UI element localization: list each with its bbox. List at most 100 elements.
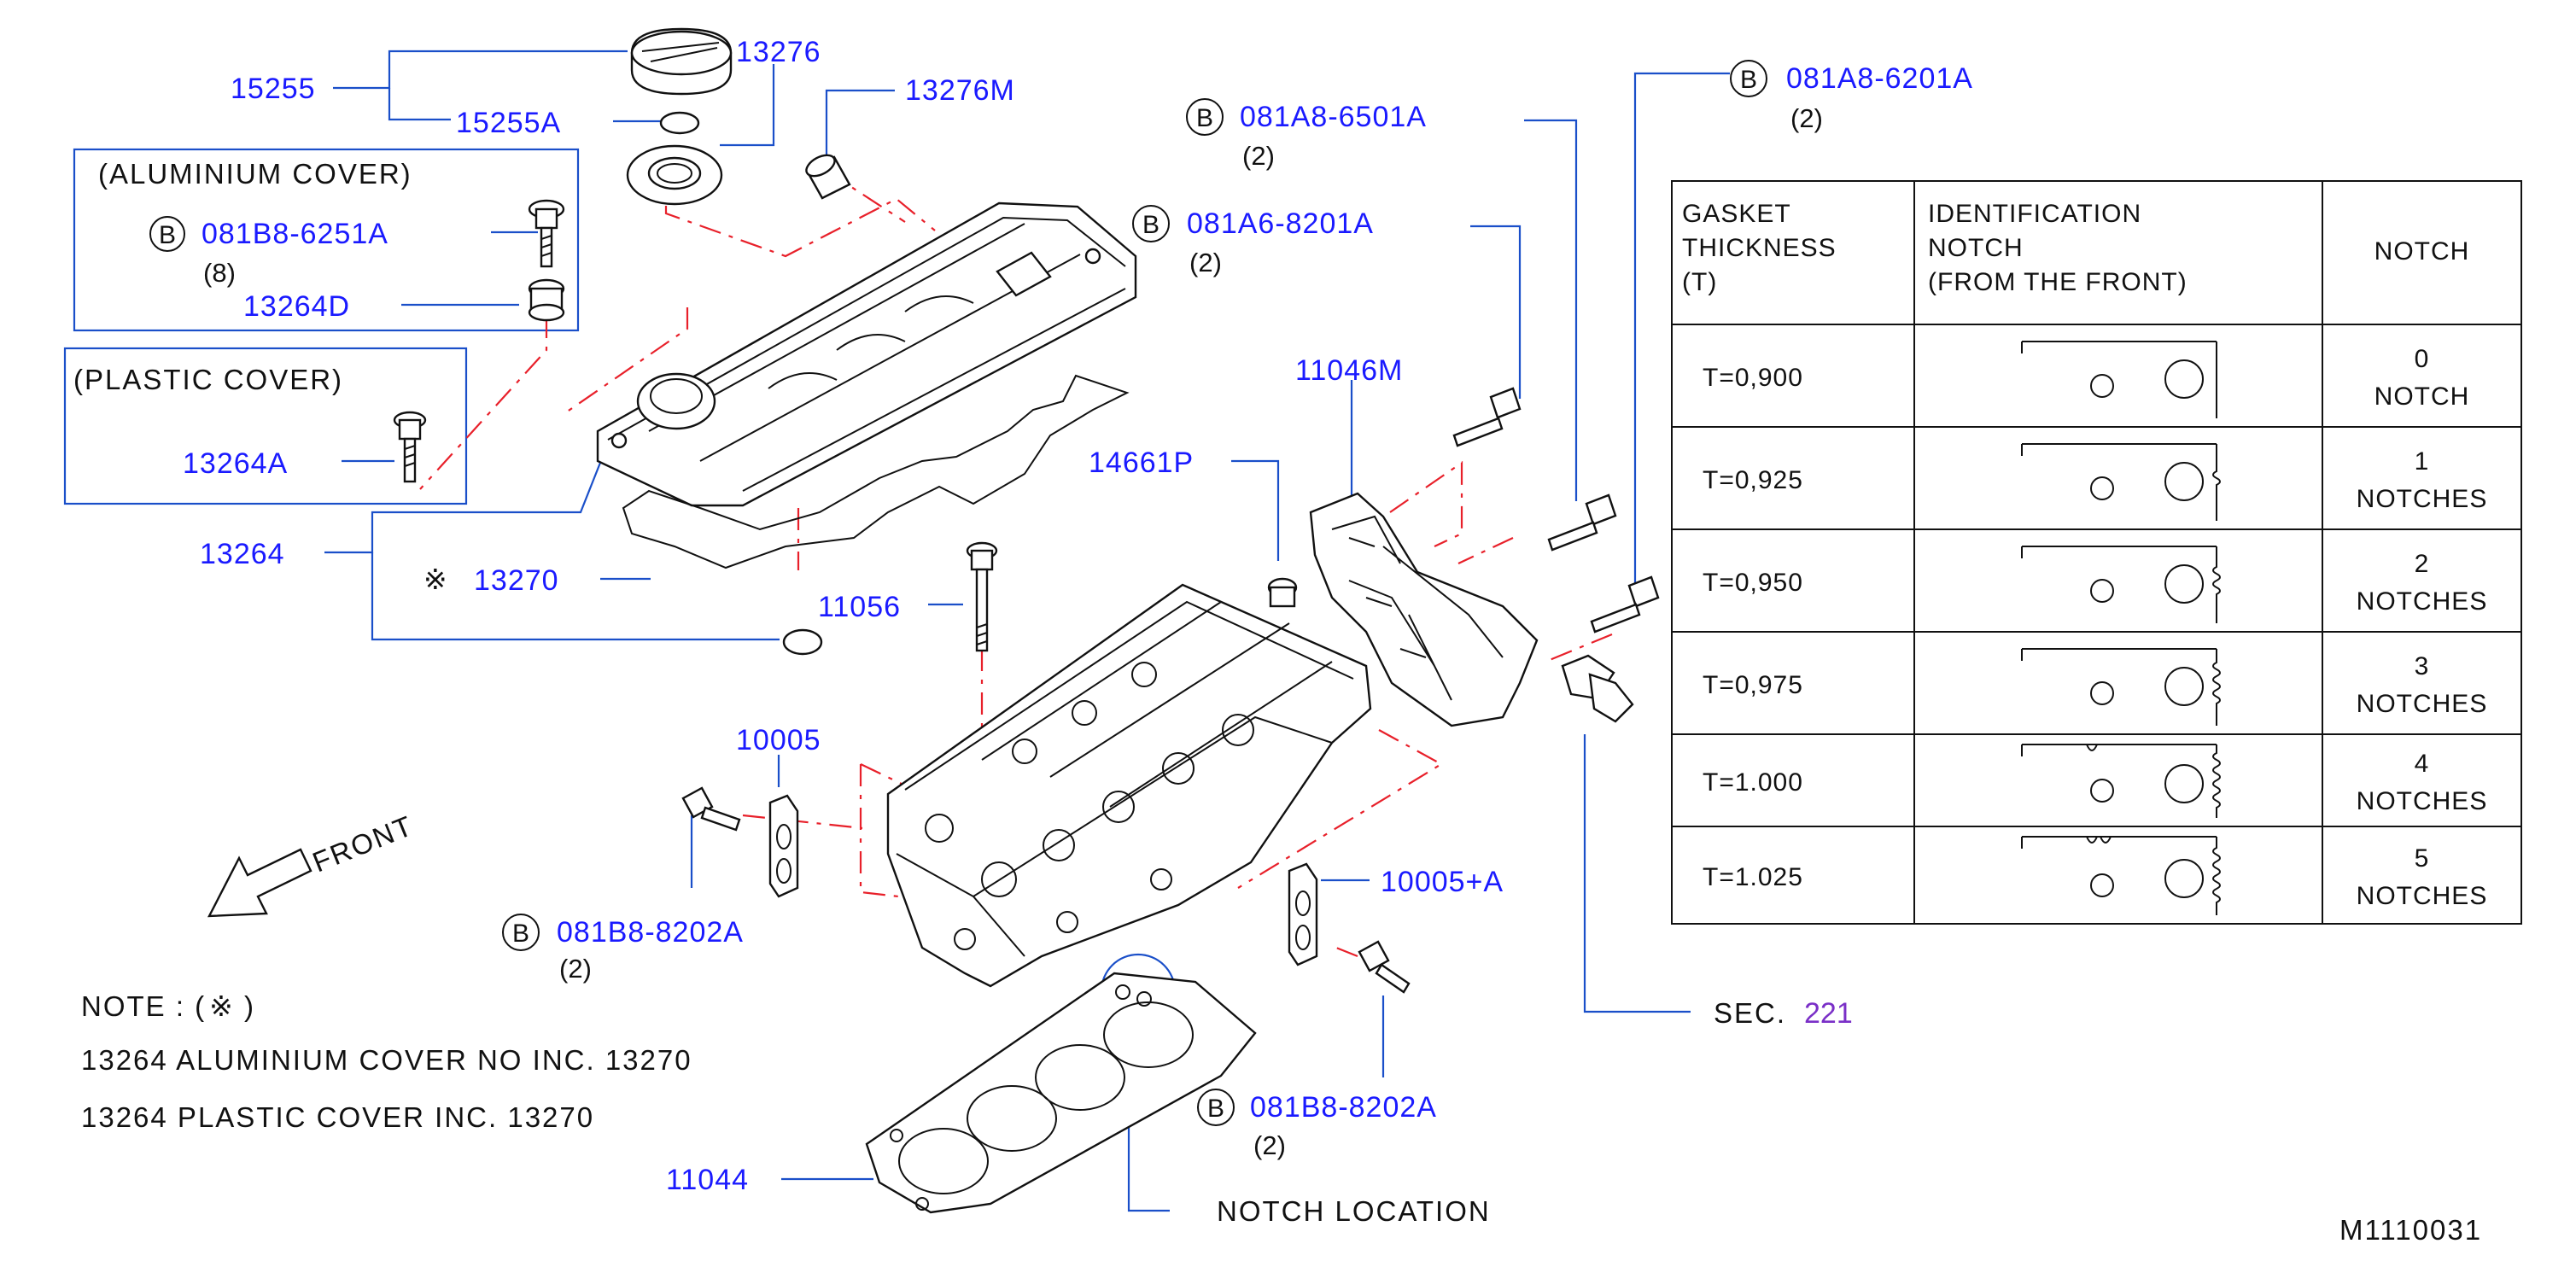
bore-hole bbox=[2164, 764, 2204, 803]
head-gasket-11044 bbox=[865, 972, 1257, 1214]
bore-hole bbox=[2164, 462, 2204, 501]
header-notch: NOTCH bbox=[2374, 237, 2470, 266]
bore-hole bbox=[2164, 359, 2204, 399]
label-081b8-8202a-right: 081B8-8202A bbox=[1250, 1091, 1437, 1124]
row-thickness: T=0,950 bbox=[1703, 569, 1803, 597]
bore-hole bbox=[2164, 564, 2204, 604]
notch-mark bbox=[2100, 836, 2112, 844]
row-notch-word: NOTCHES bbox=[2357, 882, 2488, 910]
label-11046m: 11046M bbox=[1295, 354, 1403, 387]
qty-081a6-8201a: (2) bbox=[1189, 248, 1222, 277]
qty-081b8-8202a-left: (2) bbox=[559, 954, 592, 984]
header-identification-notch: IDENTIFICATION bbox=[1928, 200, 2141, 228]
label-sec-prefix: SEC. bbox=[1714, 997, 1786, 1029]
bore-hole bbox=[2164, 667, 2204, 706]
row-thickness: T=1.000 bbox=[1703, 768, 1803, 797]
label-13276m: 13276M bbox=[905, 74, 1015, 107]
label-sec-221: 221 bbox=[1804, 997, 1853, 1030]
notch-mark bbox=[2086, 744, 2098, 751]
header-gasket-thickness: (T) bbox=[1682, 268, 1717, 296]
o-ring-15255a bbox=[659, 111, 700, 135]
row-notch-count: 2 bbox=[2415, 550, 2430, 578]
row-notch-count: 3 bbox=[2415, 652, 2430, 680]
label-11044: 11044 bbox=[666, 1164, 749, 1196]
row-notch-word: NOTCHES bbox=[2357, 485, 2488, 513]
label-13270: 13270 bbox=[474, 564, 559, 597]
rear-housing-11046m bbox=[1309, 492, 1539, 727]
label-10005a: 10005+A bbox=[1381, 866, 1504, 898]
label-13264d: 13264D bbox=[243, 290, 350, 323]
label-081a8-6501a: 081A8-6501A bbox=[1240, 101, 1427, 133]
svg-text:B: B bbox=[1196, 104, 1213, 132]
svg-text:B: B bbox=[1142, 211, 1159, 239]
row-notch-word: NOTCHES bbox=[2357, 587, 2488, 616]
bore-hole bbox=[2164, 859, 2204, 898]
label-13264a: 13264A bbox=[183, 447, 288, 480]
note-line-1: 13264 ALUMINIUM COVER NO INC. 13270 bbox=[81, 1044, 692, 1076]
notch-plate-side bbox=[2212, 649, 2221, 726]
row-notch-count: 1 bbox=[2415, 447, 2430, 476]
bolt-081a8-6201a bbox=[1590, 575, 1660, 634]
label-15255a: 15255A bbox=[456, 107, 561, 139]
label-plastic-cover: (PLASTIC COVER) bbox=[73, 364, 343, 395]
front-arrow-icon bbox=[207, 848, 313, 918]
gasket-thickness-table: GASKET THICKNESS (T) IDENTIFICATION NOTCH (FR… bbox=[1671, 180, 2522, 925]
label-14661p: 14661P bbox=[1089, 447, 1194, 479]
asterisk-icon: ※ bbox=[423, 563, 449, 595]
row-notch-count: 0 bbox=[2415, 345, 2430, 373]
bolt-081a8-6501a bbox=[1547, 493, 1617, 552]
row-notch-word: NOTCH bbox=[2374, 382, 2470, 411]
note-line-2: 13264 PLASTIC COVER INC. 13270 bbox=[81, 1101, 594, 1133]
label-081b8-6251a: 081B8-6251A bbox=[202, 218, 388, 250]
dowel-hole-small bbox=[2090, 374, 2114, 398]
aluminium-cover-box bbox=[73, 148, 580, 332]
dowel-hole-small bbox=[2090, 873, 2114, 897]
row-thickness: T=0,975 bbox=[1703, 671, 1803, 699]
row-thickness: T=0,900 bbox=[1703, 364, 1803, 392]
svg-text:B: B bbox=[1740, 66, 1757, 94]
row-notch-word: NOTCHES bbox=[2357, 787, 2488, 815]
grommet-13276m bbox=[805, 154, 851, 200]
rocker-cover-gasket-13270 bbox=[622, 374, 1130, 569]
diagram-id: M1110031 bbox=[2339, 1214, 2482, 1246]
oil-filler-cap-15255 bbox=[630, 27, 733, 96]
label-notch-location: NOTCH LOCATION bbox=[1217, 1195, 1491, 1227]
oil-seal-13276 bbox=[626, 144, 723, 206]
qty-081a8-6501a: (2) bbox=[1242, 141, 1275, 171]
dowel-hole-small bbox=[2090, 476, 2114, 500]
notch-plate-side bbox=[2212, 444, 2221, 521]
svg-text:B: B bbox=[512, 920, 529, 948]
gasket-10005 bbox=[768, 794, 799, 898]
label-081a6-8201a: 081A6-8201A bbox=[1187, 207, 1374, 240]
header-gasket-thickness: THICKNESS bbox=[1682, 234, 1837, 262]
bolt-081b8-8202a-left bbox=[681, 786, 741, 832]
spacer-13264d bbox=[528, 278, 565, 322]
label-11056: 11056 bbox=[818, 591, 901, 623]
head-bolt-11056 bbox=[966, 541, 998, 652]
note-title: NOTE : (※ ) bbox=[81, 990, 255, 1022]
qty-081b8-6251a: (8) bbox=[203, 258, 236, 288]
header-identification-notch: NOTCH bbox=[1928, 234, 2024, 262]
label-13264: 13264 bbox=[200, 538, 285, 570]
sensor-sec-221 bbox=[1561, 654, 1634, 723]
header-gasket-thickness: GASKET bbox=[1682, 200, 1791, 228]
notch-plate-side bbox=[2212, 837, 2221, 915]
label-aluminium-cover: (ALUMINIUM COVER) bbox=[98, 158, 412, 190]
bolt-081a6-8201a bbox=[1452, 387, 1522, 447]
bolt-13264a bbox=[393, 411, 427, 483]
header-identification-notch: (FROM THE FRONT) bbox=[1928, 268, 2188, 296]
label-front: FRONT bbox=[308, 809, 418, 879]
row-notch-count: 4 bbox=[2415, 750, 2430, 778]
plastic-cover-box bbox=[63, 347, 468, 505]
bolt-081b8-8202a-right bbox=[1358, 940, 1411, 994]
dowel-hole-small bbox=[2090, 779, 2114, 803]
row-thickness: T=1.025 bbox=[1703, 863, 1803, 891]
label-081b8-8202a-left: 081B8-8202A bbox=[557, 916, 744, 949]
dowel-hole-small bbox=[2090, 681, 2114, 705]
notch-mark bbox=[2086, 836, 2098, 844]
row-notch-word: NOTCHES bbox=[2357, 690, 2488, 718]
rocker-cover-13264 bbox=[596, 201, 1137, 507]
cylinder-head bbox=[886, 583, 1372, 988]
row-thickness: T=0,925 bbox=[1703, 466, 1803, 494]
